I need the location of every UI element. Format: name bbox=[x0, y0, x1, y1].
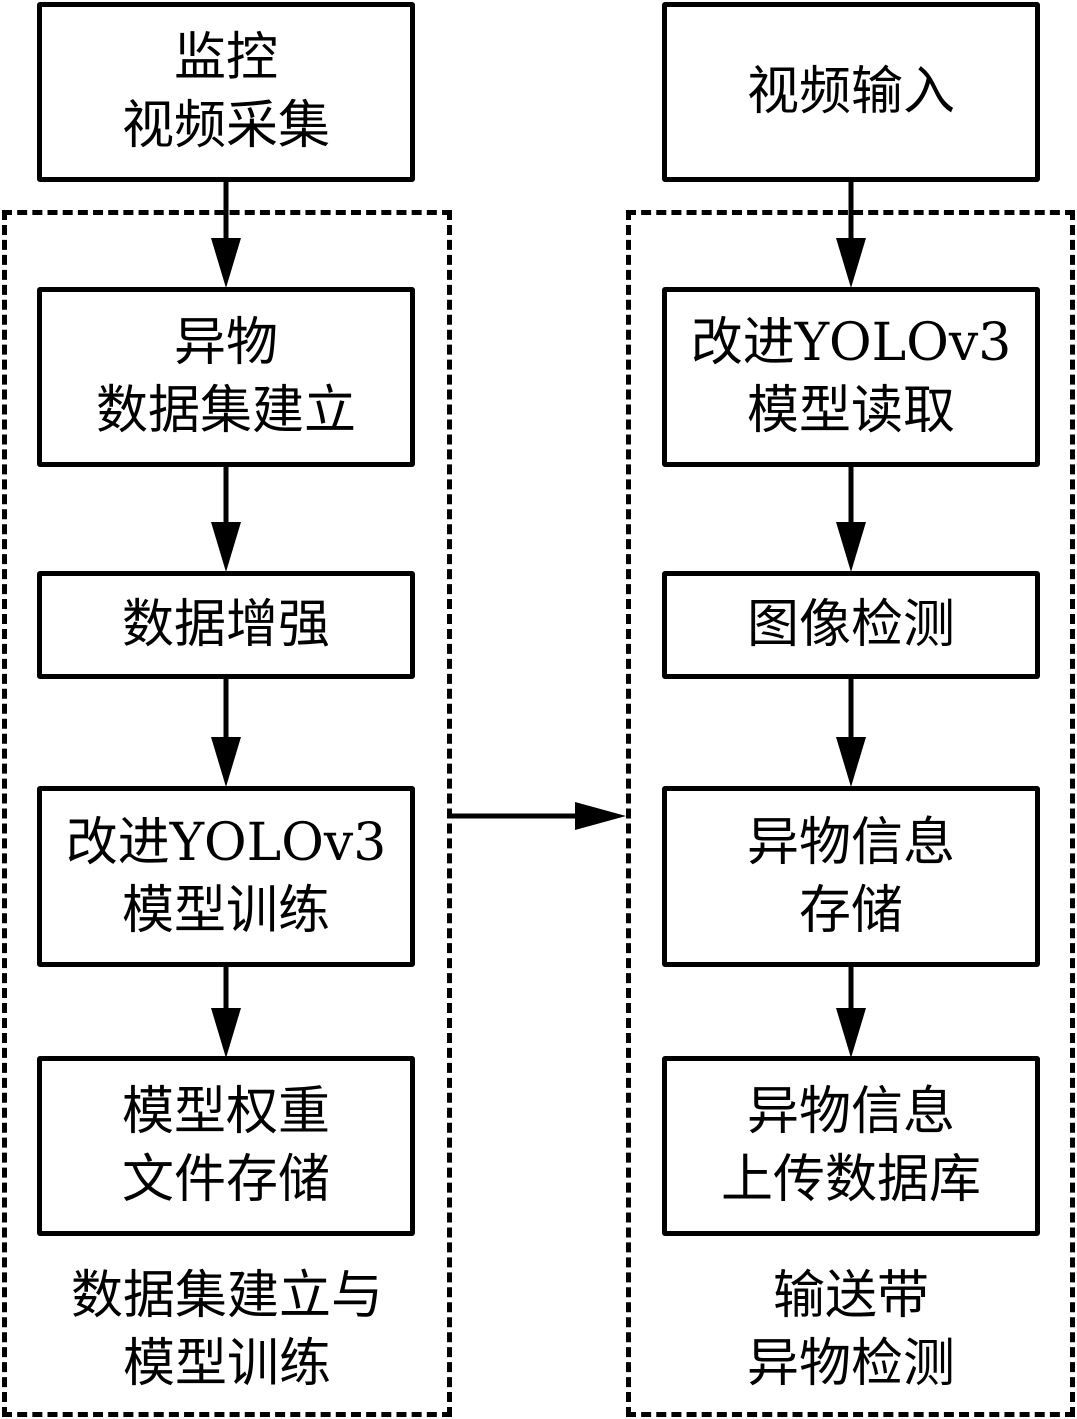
box-line: 模型训练 bbox=[121, 880, 330, 941]
box-line: 视频采集 bbox=[121, 96, 330, 156]
group-label-line: 异物检测 bbox=[746, 1334, 955, 1394]
group-label-conveyor-detection: 输送带 异物检测 bbox=[636, 1262, 1066, 1398]
box-model-weights-storage: 模型权重 文件存储 bbox=[37, 1056, 415, 1236]
arrowhead-left-step2-to-step3 bbox=[211, 737, 241, 787]
box-foreign-object-info-storage: 异物信息 存储 bbox=[662, 786, 1040, 967]
arrowhead-left-step3-to-step4 bbox=[211, 1008, 241, 1058]
arrowhead-right-step1-to-step2 bbox=[836, 522, 866, 572]
box-line: 异物 bbox=[173, 313, 278, 373]
box-line: 视频输入 bbox=[746, 62, 955, 122]
arrowhead-right-step3-to-step4 bbox=[836, 1008, 866, 1058]
box-line: 改进YOLOv3 bbox=[65, 812, 387, 873]
box-image-detection: 图像检测 bbox=[662, 571, 1040, 679]
box-line: 改进YOLOv3 bbox=[690, 313, 1012, 373]
arrowhead-right-top-to-step1 bbox=[836, 238, 866, 288]
box-line: 异物信息 bbox=[746, 812, 955, 873]
group-label-line: 输送带 bbox=[772, 1266, 929, 1326]
arrowhead-right-step2-to-step3 bbox=[836, 737, 866, 787]
box-upload-to-database: 异物信息 上传数据库 bbox=[662, 1056, 1040, 1236]
box-dataset-creation: 异物 数据集建立 bbox=[37, 287, 415, 467]
box-line: 图像检测 bbox=[746, 595, 955, 655]
group-label-line: 模型训练 bbox=[122, 1334, 331, 1394]
box-line: 模型读取 bbox=[746, 381, 955, 441]
arrowhead-left-top-to-step1 bbox=[211, 238, 241, 288]
box-line: 数据增强 bbox=[121, 595, 330, 655]
arrowhead-left-group-to-right-group bbox=[575, 802, 626, 830]
box-line: 存储 bbox=[798, 880, 903, 941]
group-label-dataset-and-training: 数据集建立与 模型训练 bbox=[12, 1262, 442, 1398]
box-video-input: 视频输入 bbox=[662, 2, 1040, 182]
box-line: 文件存储 bbox=[121, 1150, 330, 1210]
box-line: 异物信息 bbox=[746, 1082, 955, 1142]
box-surveillance-video-capture: 监控 视频采集 bbox=[37, 2, 415, 182]
box-line: 模型权重 bbox=[121, 1082, 330, 1142]
box-data-augmentation: 数据增强 bbox=[37, 571, 415, 679]
box-improved-yolov3-training: 改进YOLOv3 模型训练 bbox=[37, 786, 415, 967]
box-improved-yolov3-loading: 改进YOLOv3 模型读取 bbox=[662, 287, 1040, 467]
box-line: 上传数据库 bbox=[720, 1150, 981, 1210]
arrowhead-left-step1-to-step2 bbox=[211, 522, 241, 572]
group-label-line: 数据集建立与 bbox=[70, 1266, 383, 1326]
box-line: 数据集建立 bbox=[95, 381, 356, 441]
box-line: 监控 bbox=[173, 28, 278, 88]
